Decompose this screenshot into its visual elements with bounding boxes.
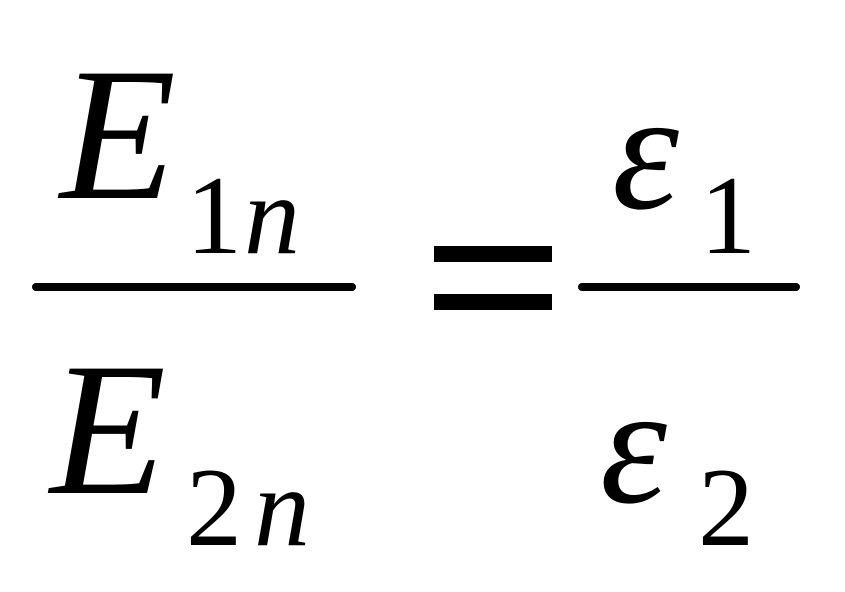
left-numerator-subscript-variable: n [244, 154, 300, 278]
right-numerator-symbol: ε [612, 57, 679, 245]
right-denominator-symbol: ε [600, 351, 667, 539]
left-denominator-subscript-variable: n [254, 446, 310, 570]
left-denominator-subscript-digit: 2 [186, 446, 242, 570]
left-denominator-symbol: E [50, 325, 167, 535]
equals-sign-top [434, 246, 552, 262]
left-fraction-bar [32, 283, 356, 291]
right-denominator-subscript-digit: 2 [698, 446, 754, 570]
right-numerator-subscript-digit: 1 [700, 154, 756, 278]
left-numerator-subscript-digit: 1 [186, 154, 242, 278]
left-numerator-symbol: E [60, 30, 177, 240]
equals-sign-bottom [434, 294, 552, 310]
right-fraction-bar [578, 283, 800, 291]
